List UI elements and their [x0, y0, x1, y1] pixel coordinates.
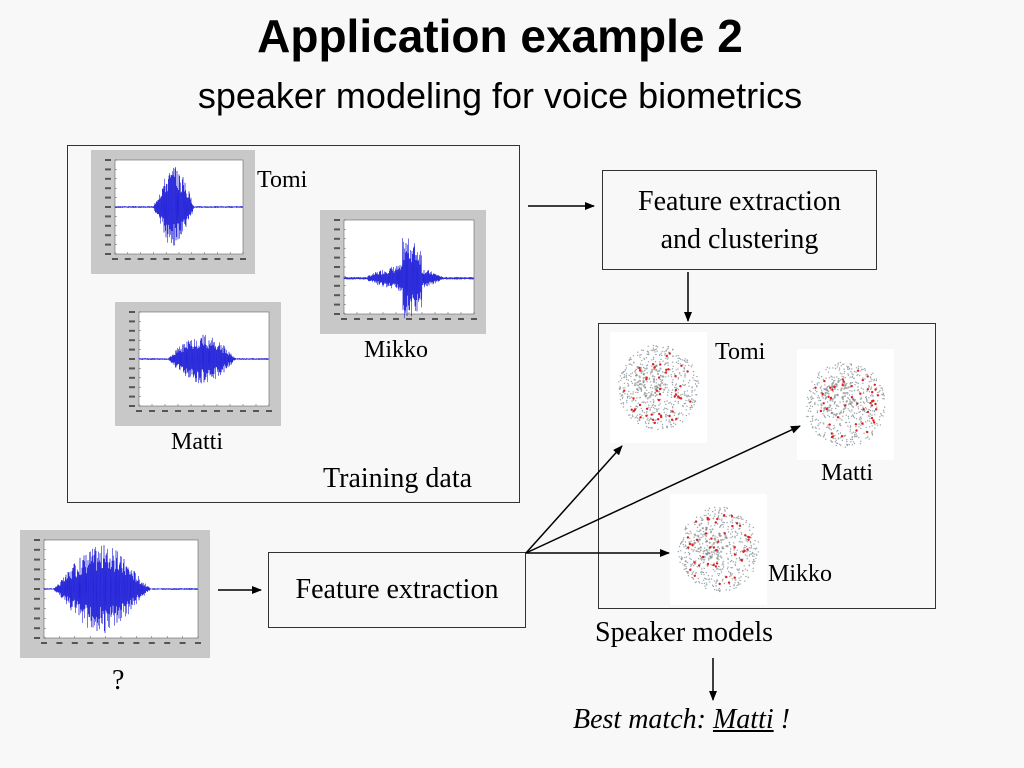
cluster-model-tomi	[610, 332, 707, 443]
best-match-suffix: !	[773, 704, 790, 735]
feature-clustering-box: Feature extraction and clustering	[602, 170, 877, 270]
best-match-name: Matti	[712, 704, 774, 735]
training-data-label: Training data	[323, 463, 473, 494]
cluster-model-matti	[797, 349, 894, 460]
training-label-matti: Matti	[171, 429, 223, 455]
model-label-matti: Matti	[821, 460, 873, 486]
arrow-extraction-to-matti	[525, 425, 801, 554]
feature-clustering-line1: Feature extraction	[638, 186, 841, 217]
unknown-speaker-label: ?	[112, 665, 125, 696]
feature-extraction-label: Feature extraction	[295, 574, 499, 605]
waveform-matti	[115, 302, 281, 426]
best-match-result: Best match: Matti !	[573, 704, 790, 736]
model-label-tomi: Tomi	[715, 339, 766, 365]
feature-clustering-line2: and clustering	[660, 224, 819, 255]
cluster-model-mikko	[670, 494, 767, 605]
arrow-extraction-to-tomi	[525, 445, 623, 554]
speaker-models-label: Speaker models	[595, 617, 774, 648]
training-data-box	[67, 145, 520, 503]
speaker-models-box	[598, 323, 936, 609]
waveform-mikko	[320, 210, 486, 334]
waveform-unknown	[20, 530, 210, 658]
feature-extraction-box: Feature extraction	[268, 552, 526, 628]
slide-title: Application example 2	[257, 10, 743, 62]
slide-subtitle: speaker modeling for voice biometrics	[197, 75, 803, 116]
training-label-mikko: Mikko	[364, 337, 429, 363]
waveform-tomi	[91, 150, 255, 274]
model-label-mikko: Mikko	[768, 561, 833, 587]
training-label-tomi: Tomi	[257, 167, 308, 193]
best-match-prefix: Best match:	[573, 704, 713, 735]
